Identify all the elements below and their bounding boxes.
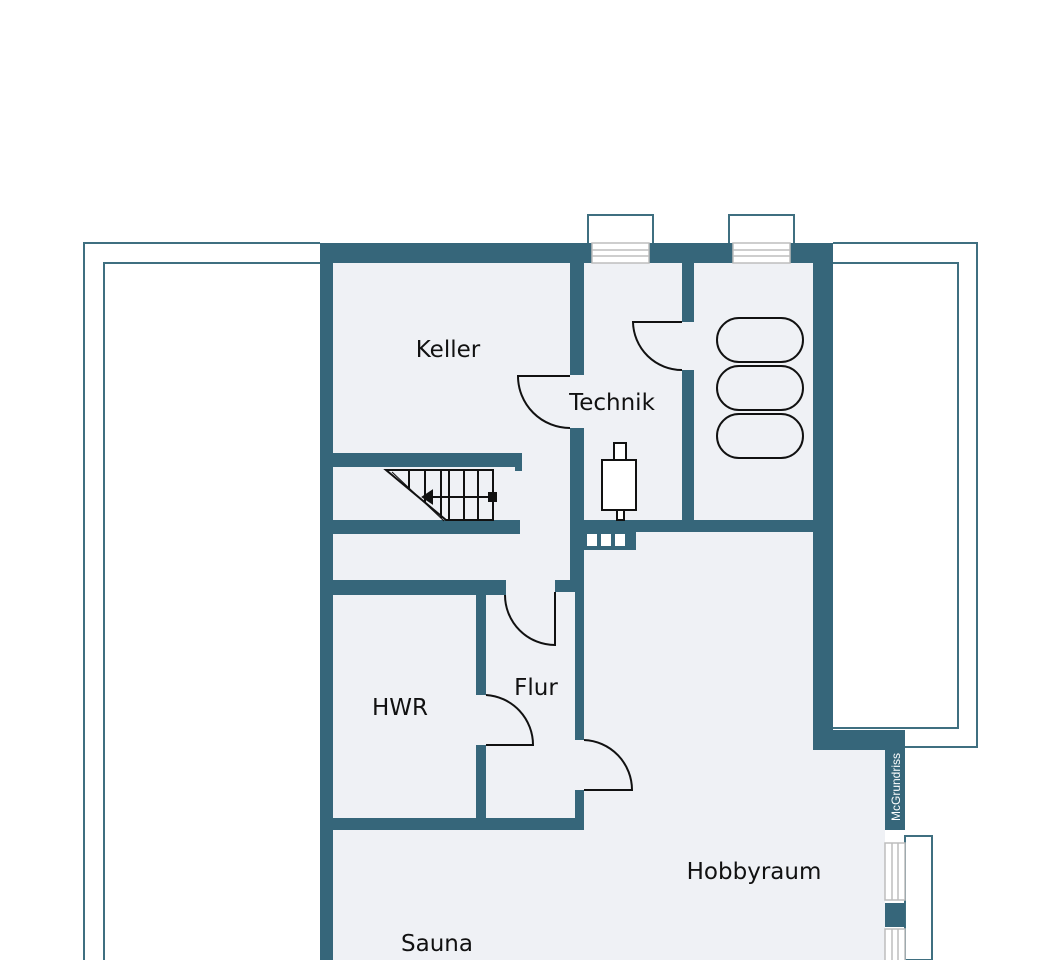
watermark: McGrundriss [889, 753, 903, 821]
room-label-hobbyraum: Hobbyraum [687, 859, 822, 885]
room-label-sauna: Sauna [401, 931, 473, 957]
room-label-flur: Flur [514, 675, 558, 701]
floor [333, 263, 885, 960]
room-label-hwr: HWR [372, 695, 428, 721]
doors [485, 321, 683, 791]
light-well-2 [728, 214, 795, 246]
light-well-1 [587, 214, 654, 246]
boiler-icon [601, 442, 637, 521]
terrace-right [833, 242, 978, 748]
room-label-technik: Technik [568, 390, 655, 416]
vents [587, 534, 625, 546]
tank-icons [716, 317, 804, 459]
window-ledge [904, 835, 933, 960]
staircase-icon [383, 469, 497, 522]
windows [591, 242, 906, 960]
room-label-keller: Keller [416, 337, 481, 363]
terrace-left [83, 242, 320, 960]
